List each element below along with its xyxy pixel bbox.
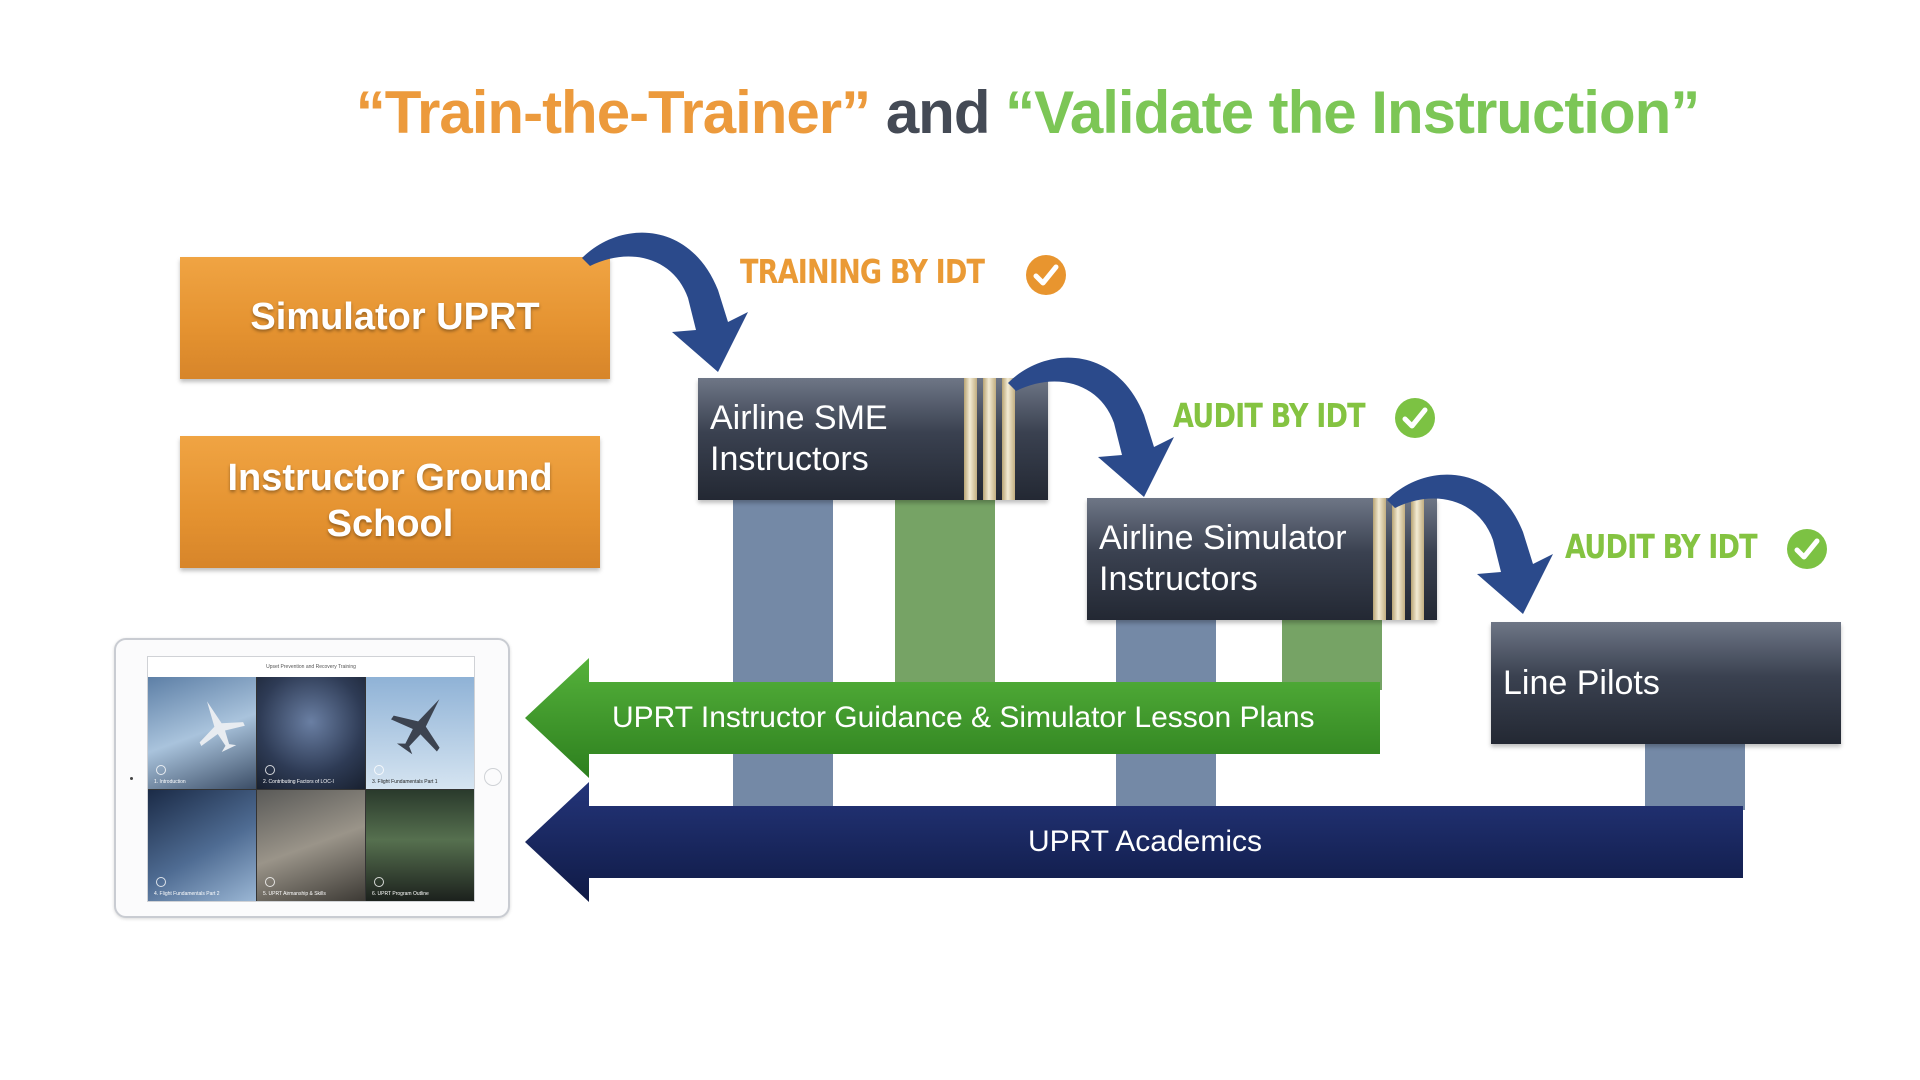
curved-arrow-3-body (1387, 474, 1553, 614)
course-tile: 6. UPRT Program Outline (366, 789, 474, 901)
pillar-line-blue (1645, 744, 1745, 810)
instructor-ground-school-label: Instructor Ground School (227, 456, 552, 547)
course-tile-caption: 1. Introduction (154, 778, 186, 785)
tablet-app-header: Upset Prevention and Recovery Training (148, 657, 474, 678)
captain-stripes-icon (1373, 498, 1430, 620)
guidance-arrow-label: UPRT Instructor Guidance & Simulator Les… (612, 701, 1315, 734)
course-tile: 2. Contributing Factors of LOC-I (257, 677, 365, 789)
curved-arrow-icon (1008, 357, 1174, 497)
airline-sme-instructors-label: Airline SME Instructors (710, 398, 888, 480)
course-tile-caption: 3. Flight Fundamentals Part 1 (372, 778, 438, 785)
tablet-course-grid: 1. Introduction 2. Contributing Factors … (148, 677, 474, 901)
academics-arrow-label: UPRT Academics (1028, 825, 1262, 858)
captain-stripes-icon (964, 378, 1021, 500)
slide-title: “Train-the-Trainer” and “Validate the In… (0, 78, 1920, 147)
airline-simulator-instructors-label: Airline Simulator Instructors (1099, 518, 1347, 600)
airplane-icon (199, 701, 245, 752)
course-tile-caption: 4. Flight Fundamentals Part 2 (154, 891, 220, 897)
check-circle-icon (1026, 255, 1066, 295)
title-and: and (885, 79, 991, 146)
guidance-arrow-label-wrap: UPRT Instructor Guidance & Simulator Les… (612, 686, 1315, 750)
guidance-arrow (525, 658, 1380, 778)
pillar-sme-green (895, 500, 995, 690)
line-pilots-label: Line Pilots (1503, 663, 1660, 702)
course-tile: 5. UPRT Airmanship & Skills (257, 789, 365, 901)
check-circle-icon (1395, 398, 1435, 438)
pillar-sim-green (1282, 620, 1382, 690)
academics-arrow-label-wrap: UPRT Academics (1028, 810, 1262, 874)
instructor-ground-school-box: Instructor Ground School (180, 436, 600, 568)
course-tile: 4. Flight Fundamentals Part 2 (148, 789, 256, 901)
check-circle-icon (1787, 529, 1827, 569)
title-train-the-trainer: “Train-the-Trainer” (355, 79, 871, 146)
line-pilots-box: Line Pilots (1491, 622, 1841, 744)
guidance-arrow-shape (525, 658, 1380, 778)
title-validate-instruction: “Validate the Instruction” (1005, 79, 1700, 146)
ground-school-line1: Instructor Ground (227, 457, 553, 500)
course-tile: 1. Introduction (148, 677, 256, 789)
curved-arrow-1-body (582, 232, 748, 372)
sim-instr-line2: Instructors (1099, 560, 1258, 598)
course-tile-caption: 2. Contributing Factors of LOC-I (263, 778, 334, 785)
curved-arrow-icon (1387, 474, 1553, 614)
sme-line1: Airline SME (710, 399, 888, 438)
tablet-camera (130, 777, 133, 780)
training-by-idt-label: TRAINING BY IDT (740, 252, 985, 291)
curved-arrow-icon (582, 232, 748, 372)
course-tile-caption: 5. UPRT Airmanship & Skills (263, 891, 326, 897)
course-tile: 3. Flight Fundamentals Part 1 (366, 677, 474, 789)
audit-by-idt-label-1: AUDIT BY IDT (1173, 396, 1366, 435)
airline-sme-instructors-box: Airline SME Instructors (698, 378, 1048, 500)
simulator-uprt-label: Simulator UPRT (250, 296, 540, 339)
course-tile-caption: 6. UPRT Program Outline (372, 891, 429, 897)
tablet-device: Upset Prevention and Recovery Training 1… (114, 638, 510, 918)
sme-line2: Instructors (710, 440, 869, 478)
academics-arrow-shape (525, 782, 1743, 902)
curved-arrow-2-body (1008, 357, 1174, 497)
sim-instr-line1: Airline Simulator (1099, 519, 1347, 558)
simulator-uprt-box: Simulator UPRT (180, 257, 610, 379)
ground-school-line2: School (326, 503, 454, 545)
tablet-home-button (484, 768, 502, 786)
audit-by-idt-label-2: AUDIT BY IDT (1565, 527, 1758, 566)
tablet-screen: Upset Prevention and Recovery Training 1… (147, 656, 475, 902)
pillar-sme-blue (733, 500, 833, 810)
academics-arrow (525, 782, 1743, 902)
airline-simulator-instructors-box: Airline Simulator Instructors (1087, 498, 1437, 620)
airplane-icon (391, 699, 440, 755)
